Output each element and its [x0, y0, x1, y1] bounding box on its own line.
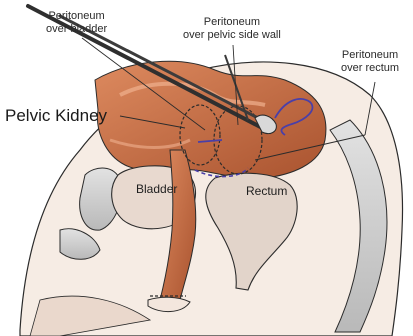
label-rectum: Rectum	[246, 184, 287, 198]
label-peritoneum-over-rectum: Peritoneum over rectum	[341, 49, 399, 75]
label-pelvic-kidney: Pelvic Kidney	[5, 106, 107, 126]
label-peritoneum-over-bladder: Peritoneum over bladder	[46, 10, 107, 36]
label-bladder: Bladder	[136, 182, 177, 196]
label-peritoneum-over-pelvic-side-wall: Peritoneum over pelvic side wall	[183, 16, 281, 42]
